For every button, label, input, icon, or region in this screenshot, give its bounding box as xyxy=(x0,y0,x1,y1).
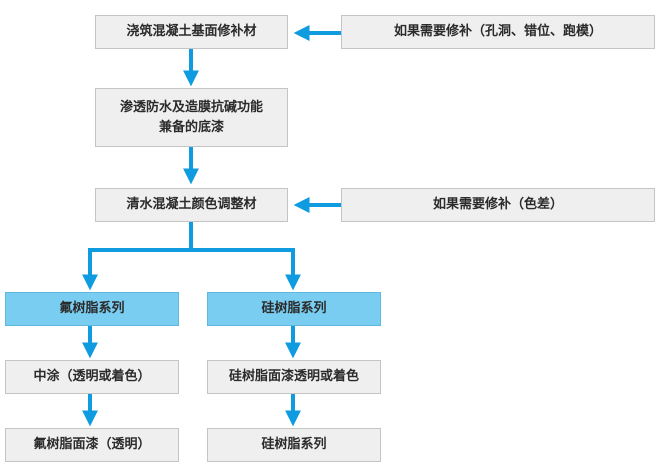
mid-coat-label: 中涂（透明或着色） xyxy=(33,369,151,384)
repair-note-1-node: 如果需要修补（孔洞、错位、跑模） xyxy=(341,15,655,49)
primer-node: 渗透防水及造膜抗碱功能 兼备的底漆 xyxy=(95,88,288,147)
silicon-topcoat-label: 硅树脂面漆透明或着色 xyxy=(228,369,359,384)
repair-note-2-node: 如果需要修补（色差） xyxy=(341,188,655,222)
fluoro-series-label: 氟树脂系列 xyxy=(59,301,125,316)
mid-coat-node: 中涂（透明或着色） xyxy=(5,360,179,394)
base-repair-node: 浇筑混凝土基面修补材 xyxy=(95,15,288,49)
color-adjust-node: 清水混凝土颜色调整材 xyxy=(95,188,288,222)
silicon-series-node: 硅树脂系列 xyxy=(207,292,381,326)
fluoro-topcoat-node: 氟树脂面漆（透明） xyxy=(5,428,179,462)
color-adjust-label: 清水混凝土颜色调整材 xyxy=(126,197,257,212)
repair-note-1-label: 如果需要修补（孔洞、错位、跑模） xyxy=(393,24,602,39)
silicon-topcoat-node: 硅树脂面漆透明或着色 xyxy=(207,360,381,394)
split-line xyxy=(90,222,193,252)
fluoro-topcoat-label: 氟树脂面漆（透明） xyxy=(33,437,151,452)
silicon-series-2-node: 硅树脂系列 xyxy=(207,428,381,462)
silicon-series-label: 硅树脂系列 xyxy=(261,301,327,316)
silicon-series-2-label: 硅树脂系列 xyxy=(261,437,327,452)
fluoro-series-node: 氟树脂系列 xyxy=(5,292,179,326)
primer-label-line1: 渗透防水及造膜抗碱功能 xyxy=(119,99,263,115)
repair-note-2-label: 如果需要修补（色差） xyxy=(432,197,563,212)
primer-label-line2: 兼备的底漆 xyxy=(158,119,224,135)
base-repair-label: 浇筑混凝土基面修补材 xyxy=(126,24,257,39)
